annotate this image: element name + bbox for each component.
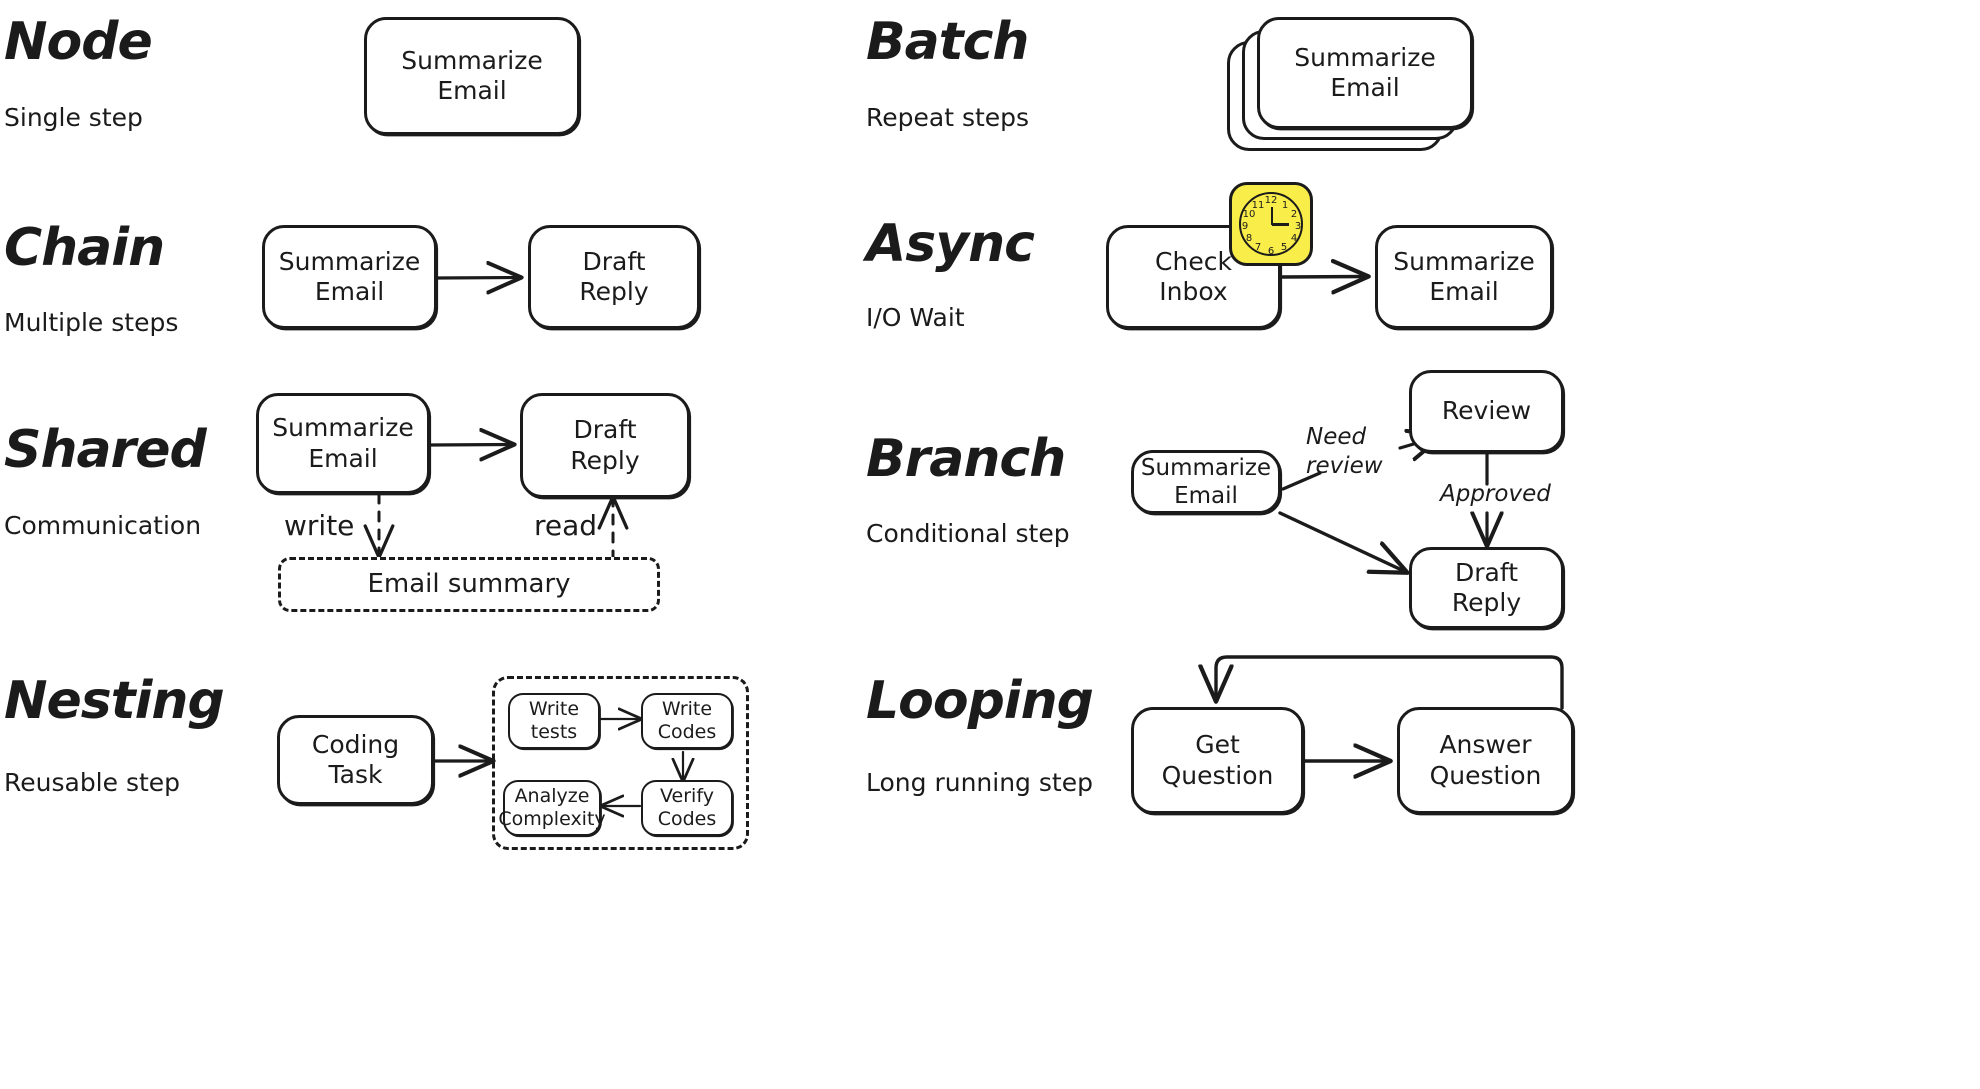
pattern-title-branch: Branch — [866, 429, 1066, 489]
node-chain-draft-reply[interactable]: Draft Reply — [528, 225, 700, 329]
pattern-subtitle-branch: Conditional step — [866, 519, 1070, 548]
clock-icon: 12 1 2 3 4 5 6 7 8 9 10 11 — [1229, 182, 1313, 266]
node-shared-draft-reply[interactable]: Draft Reply — [520, 393, 690, 498]
node-label: Verify Codes — [657, 785, 717, 830]
node-label: Write tests — [528, 698, 580, 743]
node-label: Get Question — [1161, 730, 1274, 790]
edge-async-check-to-summarize — [1279, 277, 1367, 278]
pattern-title-looping: Looping — [866, 671, 1094, 731]
node-label: Draft Reply — [579, 246, 649, 307]
clock-numeral: 9 — [1241, 221, 1249, 232]
node-nesting-write-tests[interactable]: Write tests — [508, 693, 600, 749]
node-nesting-coding-task[interactable]: Coding Task — [277, 715, 434, 805]
node-async-summarize-email[interactable]: Summarize Email — [1375, 225, 1553, 329]
node-label: Coding Task — [311, 729, 400, 790]
node-shared-email-summary-store[interactable]: Email summary — [278, 557, 660, 612]
edge-chain-summarize-to-draft — [435, 278, 520, 279]
nesting-subflow-container — [492, 676, 749, 850]
node-label: Draft Reply — [570, 415, 640, 475]
pattern-title-nesting: Nesting — [4, 671, 225, 731]
pattern-title-batch: Batch — [866, 12, 1029, 72]
node-label: Summarize Email — [272, 413, 414, 473]
clock-dial — [1239, 192, 1303, 256]
pattern-subtitle-node: Single step — [4, 103, 143, 132]
clock-numeral: 12 — [1264, 195, 1278, 206]
pattern-title-shared: Shared — [4, 420, 207, 480]
edge-label-approved: Approved — [1440, 481, 1551, 507]
node-batch-summarize-email[interactable]: Summarize Email — [1257, 17, 1473, 129]
edge-branch-summarize-to-draft — [1278, 511, 1406, 572]
node-label: Write Codes — [657, 698, 717, 743]
edge-label-write: write — [284, 509, 355, 542]
node-nesting-verify-codes[interactable]: Verify Codes — [641, 780, 733, 836]
node-label: Summarize Email — [278, 246, 421, 307]
node-label: Draft Reply — [1451, 557, 1522, 618]
node-branch-summarize-email[interactable]: Summarize Email — [1131, 450, 1281, 514]
edge-shared-summarize-to-draft — [428, 445, 513, 446]
pattern-subtitle-batch: Repeat steps — [866, 103, 1030, 132]
node-shared-summarize-email[interactable]: Summarize Email — [256, 393, 430, 494]
pattern-subtitle-async: I/O Wait — [866, 303, 965, 332]
pattern-title-chain: Chain — [4, 218, 165, 278]
edge-looping-feedback-loop — [1216, 655, 1564, 710]
clock-numeral: 10 — [1242, 209, 1256, 220]
clock-numeral: 7 — [1254, 242, 1262, 253]
node-async-check-inbox[interactable]: Check Inbox — [1106, 225, 1281, 329]
edge-label-need-review: Need review — [1306, 424, 1383, 479]
node-chain-summarize-email[interactable]: Summarize Email — [262, 225, 437, 329]
edge-label-read: read — [534, 509, 598, 542]
clock-numeral: 11 — [1251, 200, 1265, 211]
node-label: Review — [1441, 396, 1532, 426]
pattern-subtitle-shared: Communication — [4, 511, 202, 540]
clock-numeral: 4 — [1290, 233, 1298, 244]
node-label: Check Inbox — [1155, 246, 1232, 307]
node-label: Email summary — [367, 568, 571, 599]
pattern-title-async: Async — [866, 214, 1035, 274]
node-label: Summarize Email — [401, 45, 543, 106]
clock-minute-hand — [1272, 223, 1289, 226]
clock-numeral: 8 — [1245, 233, 1253, 244]
node-label: Analyze Complexity — [498, 785, 606, 830]
node-label: Summarize Email — [1393, 246, 1535, 307]
clock-numeral: 5 — [1280, 242, 1288, 253]
pattern-title-node: Node — [4, 12, 153, 72]
node-looping-answer-question[interactable]: Answer Question — [1397, 707, 1574, 814]
pattern-subtitle-chain: Multiple steps — [4, 308, 179, 337]
node-label: Summarize Email — [1294, 42, 1436, 103]
node-branch-draft-reply[interactable]: Draft Reply — [1409, 547, 1564, 629]
clock-numeral: 2 — [1290, 209, 1298, 220]
clock-numeral: 3 — [1294, 221, 1302, 232]
node-label: Summarize Email — [1140, 454, 1272, 509]
node-nesting-write-codes[interactable]: Write Codes — [641, 693, 733, 749]
node-label: Answer Question — [1429, 730, 1542, 790]
node-nesting-analyze-complexity[interactable]: Analyze Complexity — [498, 780, 606, 836]
node-branch-review[interactable]: Review — [1409, 370, 1564, 453]
clock-hour-hand — [1270, 207, 1274, 225]
node-summarize-email[interactable]: Summarize Email — [364, 17, 580, 135]
node-looping-get-question[interactable]: Get Question — [1131, 707, 1304, 814]
pattern-subtitle-looping: Long running step — [866, 768, 1093, 797]
clock-numeral: 6 — [1267, 246, 1275, 257]
pattern-subtitle-nesting: Reusable step — [4, 768, 181, 797]
clock-numeral: 1 — [1281, 200, 1289, 211]
